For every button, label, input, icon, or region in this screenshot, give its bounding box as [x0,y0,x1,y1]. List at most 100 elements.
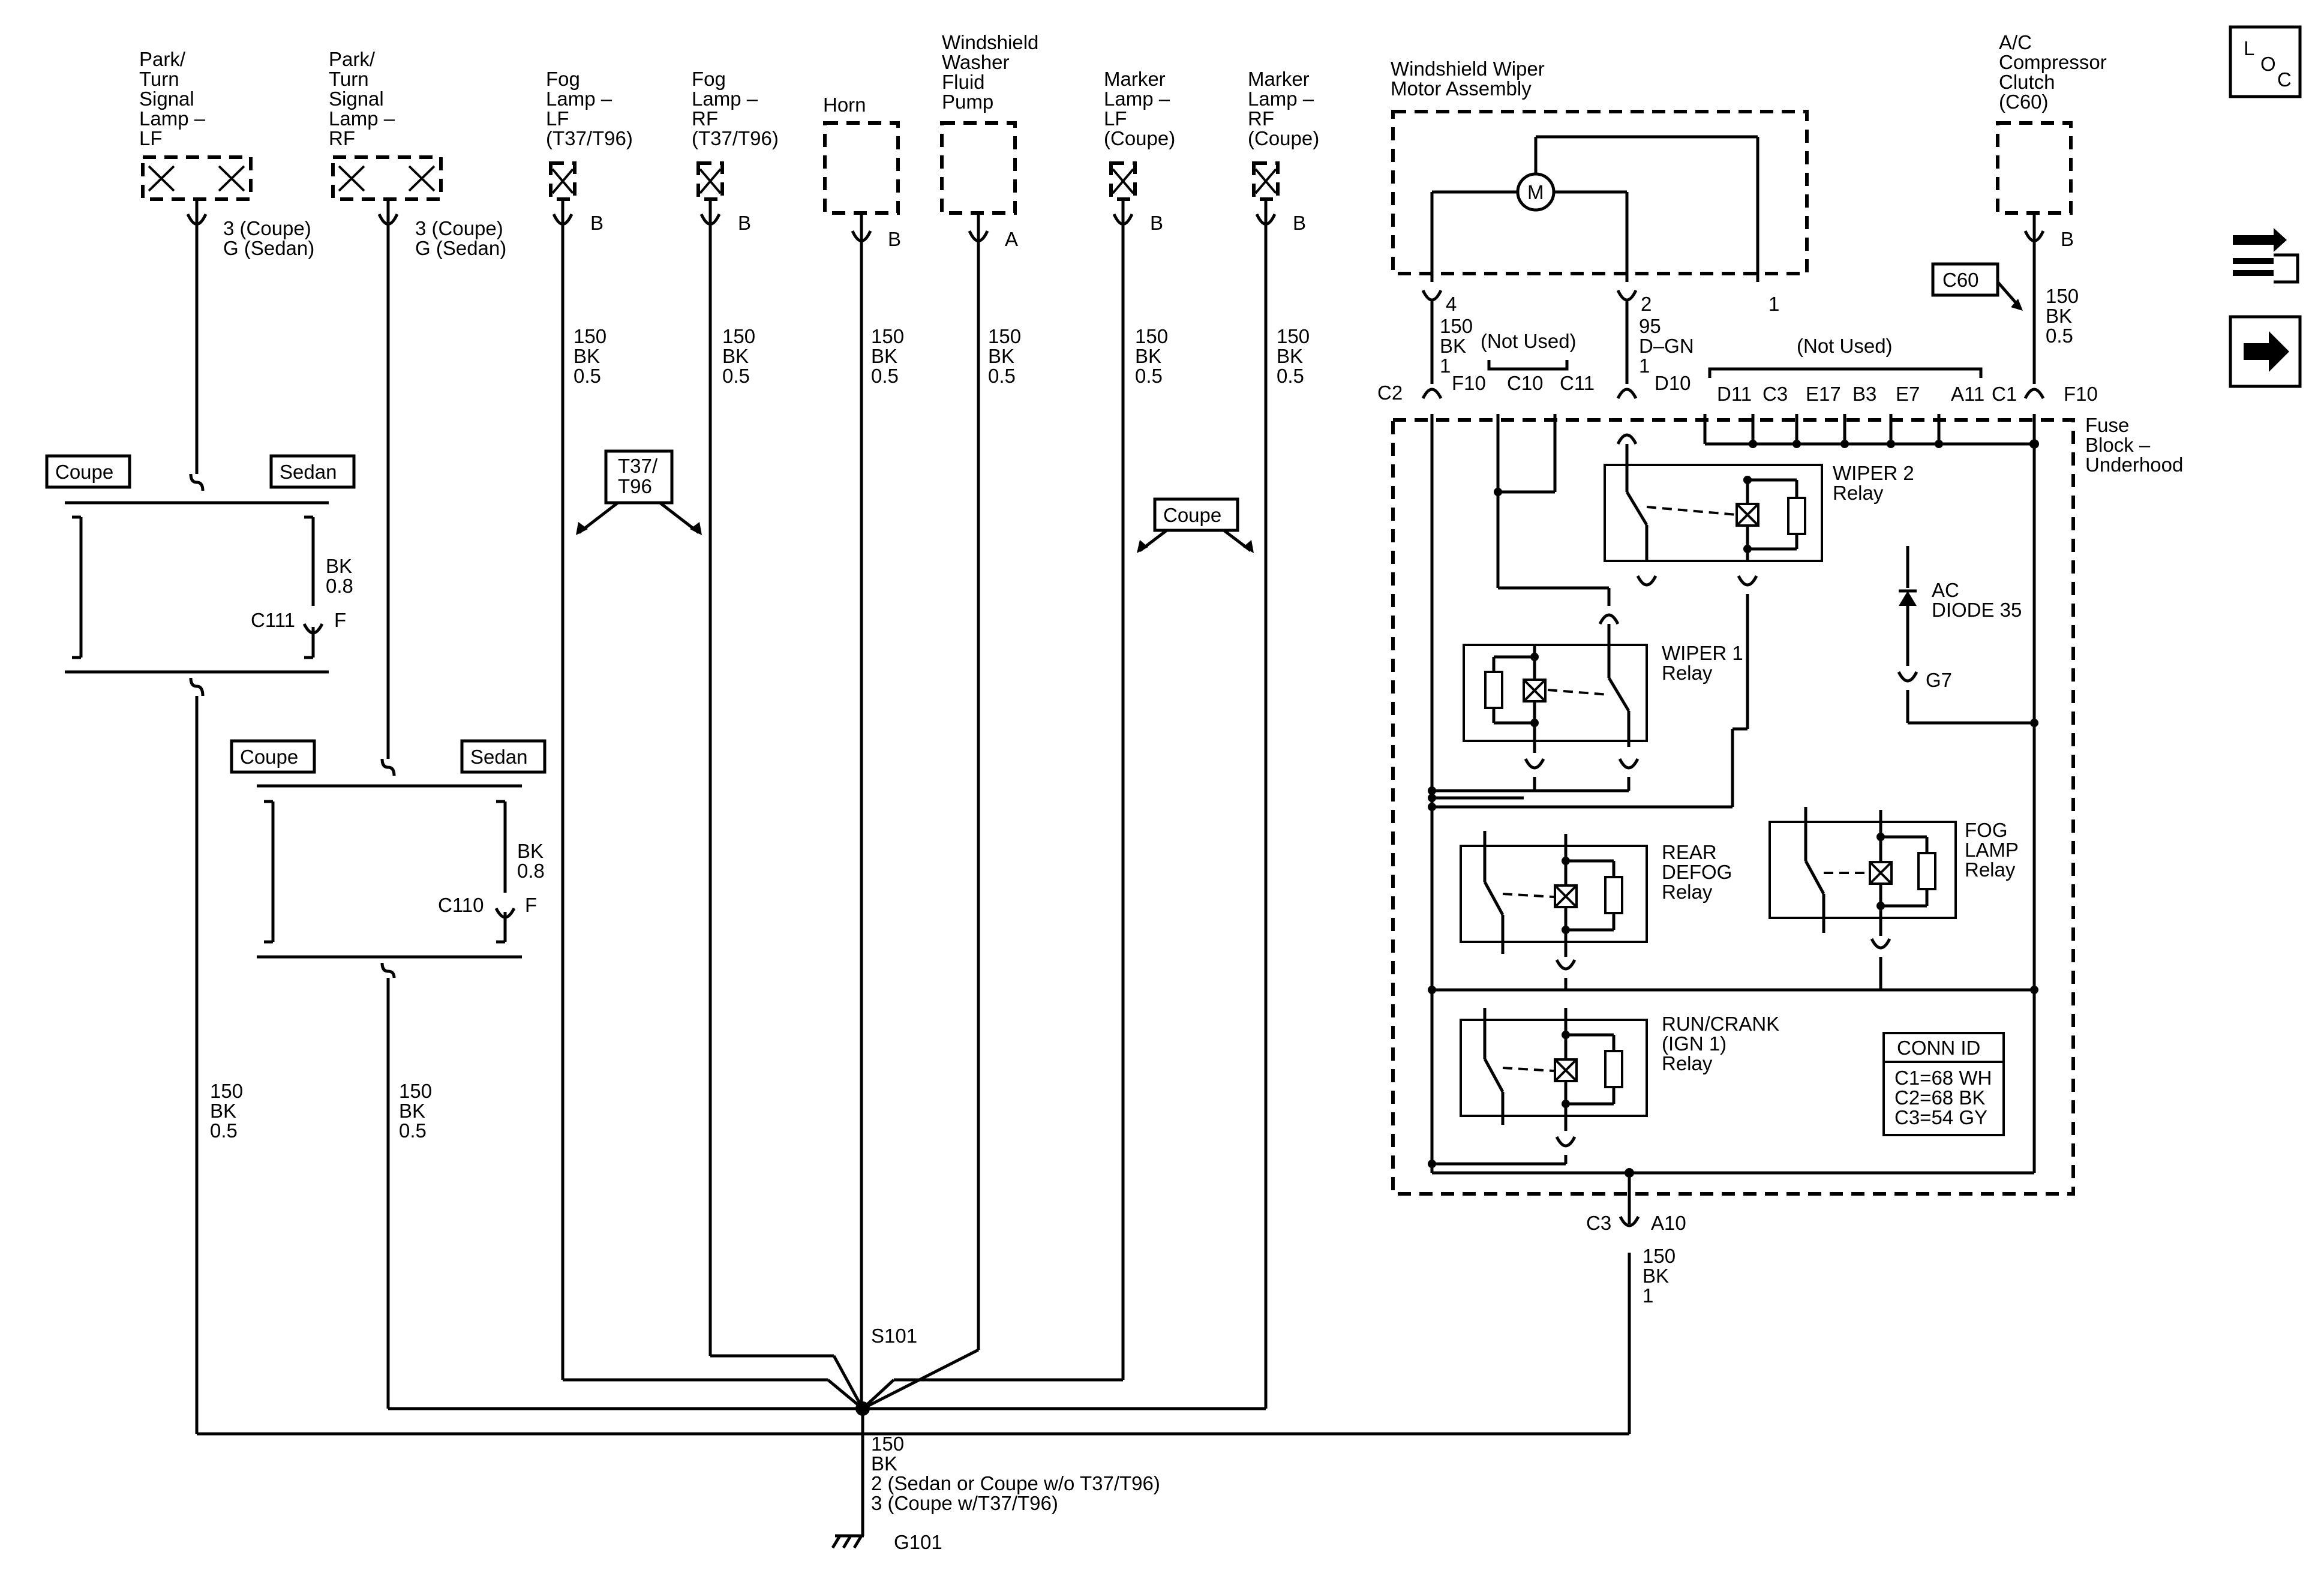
coupe-label-marker: Coupe [1163,504,1221,526]
svg-text:1: 1 [1639,355,1650,377]
marker-lf-label-3: LF [1104,107,1127,130]
horn-pin: B [888,228,901,250]
run-crank-label-3: Relay [1662,1052,1713,1074]
svg-text:BK: BK [399,1100,425,1122]
svg-text:95: 95 [1639,315,1661,337]
svg-text:0.5: 0.5 [1277,365,1304,387]
svg-text:BK: BK [1277,345,1303,367]
park-lf-bulb-icons [148,165,245,192]
fog-lf-bulb-icon [551,168,574,194]
motor-pin-2: 2 [1641,293,1652,315]
splice-label: S101 [871,1325,917,1347]
park-rf-pin-2: G (Sedan) [415,237,506,259]
svg-text:D–GN: D–GN [1639,335,1694,357]
park-lf-pin-2: G (Sedan) [223,237,314,259]
svg-text:0.5: 0.5 [1135,365,1163,387]
marker-lf-label-1: Marker [1104,68,1166,90]
motor-icon [1516,172,1556,212]
next-arrow-icon[interactable] [2229,315,2302,388]
c111-label: C111 [251,609,295,631]
fog-rf-label-2: Lamp – [692,88,758,110]
ac-label-2: Compressor [1999,51,2107,73]
washer-label-3: Fluid [942,71,985,93]
wiper-motor-label-2: Motor Assembly [1391,77,1532,100]
svg-text:150: 150 [1643,1245,1676,1267]
conn-a11: A11 [1951,383,1984,405]
conn-c3-bottom: C3 [1586,1212,1611,1234]
washer-label-4: Pump [942,91,993,113]
option-rf-section: Coupe Sedan BK0.8 C110 F [230,739,547,978]
t37-label-2: T96 [618,475,652,497]
fuse-block-label-3: Underhood [2085,454,2183,476]
connector-tool-icon[interactable] [2233,228,2299,284]
c60-label-box [1931,262,1999,297]
conn-f10: F10 [1452,372,1486,394]
horn-label: Horn [823,94,866,116]
svg-text:BK: BK [210,1100,236,1122]
svg-text:150: 150 [574,325,606,347]
coupe-label-lf: Coupe [55,461,113,483]
loc-icon[interactable]: L O C [2229,25,2302,98]
park-rf-pin-1: 3 (Coupe) [415,217,503,239]
svg-text:BK: BK [517,840,544,862]
marker-lf-bulb-icon [1112,168,1134,194]
washer-label-1: Windshield [942,31,1038,53]
coupe-label-box-rf [230,739,316,774]
splice-s101-dot [855,1401,870,1416]
svg-text:0.5: 0.5 [988,365,1016,387]
fuse-block-label-2: Block – [2085,434,2151,456]
side-icons: L O C [2229,25,2302,388]
marker-rf-bulb-icon [1254,168,1277,194]
conn-b3: B3 [1852,383,1876,405]
fog-lf-label-4: (T37/T96) [546,127,633,149]
svg-text:150: 150 [399,1080,432,1102]
conn-e17: E17 [1806,383,1841,405]
park-rf-bulb-icons [338,165,436,192]
ground-g101: 150 BK 2 (Sedan or Coupe w/o T37/T96) 3 … [831,1433,1160,1553]
ac-diode-label-1: AC [1932,579,1959,601]
marker-lf-label-4: (Coupe) [1104,127,1175,149]
option-lf-section: Coupe Sedan BK0.8 C111 F [45,454,356,697]
svg-text:0.5: 0.5 [2046,325,2073,347]
park-rf-label-2: Turn [329,68,369,90]
svg-text:0.5: 0.5 [399,1119,427,1142]
c110-label: C110 [438,894,484,916]
wiper1-label-2: Relay [1662,662,1713,684]
svg-text:BK: BK [2046,305,2072,327]
marker-lamp-rf: Marker Lamp – RF (Coupe) B [1248,68,1319,234]
ac-diode-label-2: DIODE 35 [1932,599,2022,621]
sedan-label-rf: Sedan [470,746,527,768]
park-lf-label-5: LF [139,127,163,149]
rear-defog-label-3: Relay [1662,881,1713,903]
coupe-label-box-lf [45,454,131,489]
park-rf-label-1: Park/ [329,48,376,70]
park-lf-pin-1: 3 (Coupe) [223,217,311,239]
svg-text:0.5: 0.5 [722,365,750,387]
svg-text:1: 1 [1440,355,1451,377]
svg-text:BK: BK [1440,335,1466,357]
marker-lamp-lf: Marker Lamp – LF (Coupe) B [1104,68,1175,234]
conn-id-line-2: C2=68 BK [1894,1086,1985,1109]
svg-text:150: 150 [1277,325,1310,347]
rear-defog-label-1: REAR [1662,841,1717,863]
svg-text:0.5: 0.5 [871,365,899,387]
wiper2-label-2: Relay [1833,482,1884,504]
fog-lamp-relay-label-2: LAMP [1965,839,2019,861]
t37-option: T37/ T96 [576,449,702,535]
park-lf-label-1: Park/ [139,48,186,70]
marker-coupe-option: Coupe [1137,497,1254,553]
svg-text:150: 150 [722,325,755,347]
svg-text:0.5: 0.5 [574,365,601,387]
ground-wire-label-4: 3 (Coupe w/T37/T96) [871,1492,1058,1514]
svg-text:0.5: 0.5 [210,1119,238,1142]
washer-housing [940,121,1017,215]
svg-text:150: 150 [1440,315,1473,337]
motor-pin-1: 1 [1768,293,1779,315]
wiper-motor-assembly: Windshield Wiper Motor Assembly M 4 2 1 … [1391,58,1809,384]
g7-label: G7 [1926,669,1952,691]
fog-lamp-lf: Fog Lamp – LF (T37/T96) B [546,68,633,234]
fog-lamp-rf: Fog Lamp – RF (T37/T96) B [692,68,779,234]
park-lf-label-2: Turn [139,68,179,90]
fuse-block-connectors: C2 F10 (Not Used) C10 C11 D10 (Not Used)… [1377,330,2183,476]
svg-text:1: 1 [1643,1284,1653,1307]
